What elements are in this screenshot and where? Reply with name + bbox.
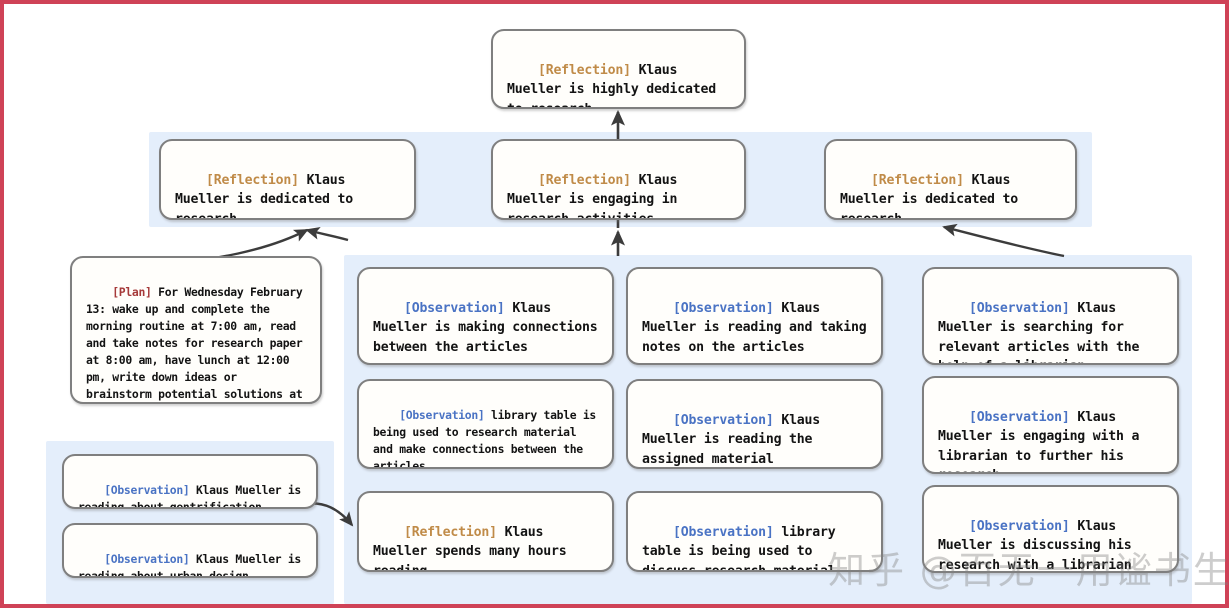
node-text: Klaus Mueller is dedicated to research — [840, 172, 1026, 220]
tag-reflection: [Reflection] — [205, 172, 299, 188]
node-col1-observation-1[interactable]: [Observation] Klaus Mueller is making co… — [357, 267, 614, 365]
node-root-reflection[interactable]: [Reflection] Klaus Mueller is highly ded… — [491, 29, 746, 109]
node-text: Klaus Mueller is discussing his research… — [938, 518, 1140, 573]
node-col1-observation-2[interactable]: [Observation] library table is being use… — [357, 379, 614, 469]
node-col2-observation-2[interactable]: [Observation] Klaus Mueller is reading t… — [626, 379, 883, 469]
node-text: Klaus Mueller is reading about urban des… — [78, 552, 308, 578]
tag-observation: [Observation] — [672, 300, 774, 316]
tag-reflection: [Reflection] — [537, 172, 631, 188]
node-text: Klaus Mueller spends many hours reading — [373, 524, 575, 572]
node-col3-observation-3[interactable]: [Observation] Klaus Mueller is discussin… — [922, 485, 1179, 573]
node-text: Klaus Mueller is reading about gentrific… — [78, 483, 308, 509]
node-left-observation-1[interactable]: [Observation] Klaus Mueller is reading a… — [62, 454, 318, 509]
node-mid-reflection-right[interactable]: [Reflection] Klaus Mueller is dedicated … — [824, 139, 1077, 220]
tag-observation: [Observation] — [968, 300, 1070, 316]
node-col1-reflection[interactable]: [Reflection] Klaus Mueller spends many h… — [357, 491, 614, 572]
tag-observation: [Observation] — [672, 524, 774, 540]
node-mid-reflection-center[interactable]: [Reflection] Klaus Mueller is engaging i… — [491, 139, 746, 220]
node-text: Klaus Mueller is highly dedicated to res… — [507, 62, 724, 109]
tag-observation: [Observation] — [968, 409, 1070, 425]
node-text: library table is being used to discuss r… — [642, 524, 844, 572]
node-col2-observation-3[interactable]: [Observation] library table is being use… — [626, 491, 883, 572]
tag-plan: [Plan] — [112, 285, 152, 299]
tag-observation: [Observation] — [104, 552, 190, 566]
node-mid-reflection-left[interactable]: [Reflection] Klaus Mueller is dedicated … — [159, 139, 416, 220]
node-plan[interactable]: [Plan] For Wednesday February 13: wake u… — [70, 256, 322, 404]
tag-observation: [Observation] — [403, 300, 505, 316]
node-text: Klaus Mueller is engaging with a librari… — [938, 409, 1140, 473]
node-left-observation-2[interactable]: [Observation] Klaus Mueller is reading a… — [62, 523, 318, 578]
tag-observation: [Observation] — [672, 412, 774, 428]
node-col2-observation-1[interactable]: [Observation] Klaus Mueller is reading a… — [626, 267, 883, 365]
tag-observation: [Observation] — [399, 408, 485, 422]
tag-reflection: [Reflection] — [537, 62, 631, 78]
node-col3-observation-2[interactable]: [Observation] Klaus Mueller is engaging … — [922, 376, 1179, 474]
node-col3-observation-1[interactable]: [Observation] Klaus Mueller is searching… — [922, 267, 1179, 365]
tag-reflection: [Reflection] — [870, 172, 964, 188]
watermark: 知乎 @百无一用谧书生 — [828, 549, 1229, 592]
tag-reflection: [Reflection] — [403, 524, 497, 540]
node-text: For Wednesday February 13: wake up and c… — [86, 285, 303, 401]
node-text: library table is being used to research … — [373, 408, 603, 469]
node-text: Klaus Mueller is dedicated to research — [175, 172, 361, 220]
node-text: Klaus Mueller is making connections betw… — [373, 300, 606, 355]
node-text: Klaus Mueller is reading and taking note… — [642, 300, 875, 355]
node-text: Klaus Mueller is engaging in research ac… — [507, 172, 686, 220]
tag-observation: [Observation] — [968, 518, 1070, 534]
node-text: Klaus Mueller is searching for relevant … — [938, 300, 1140, 364]
node-text: Klaus Mueller is reading the assigned ma… — [642, 412, 828, 467]
tag-observation: [Observation] — [104, 483, 190, 497]
